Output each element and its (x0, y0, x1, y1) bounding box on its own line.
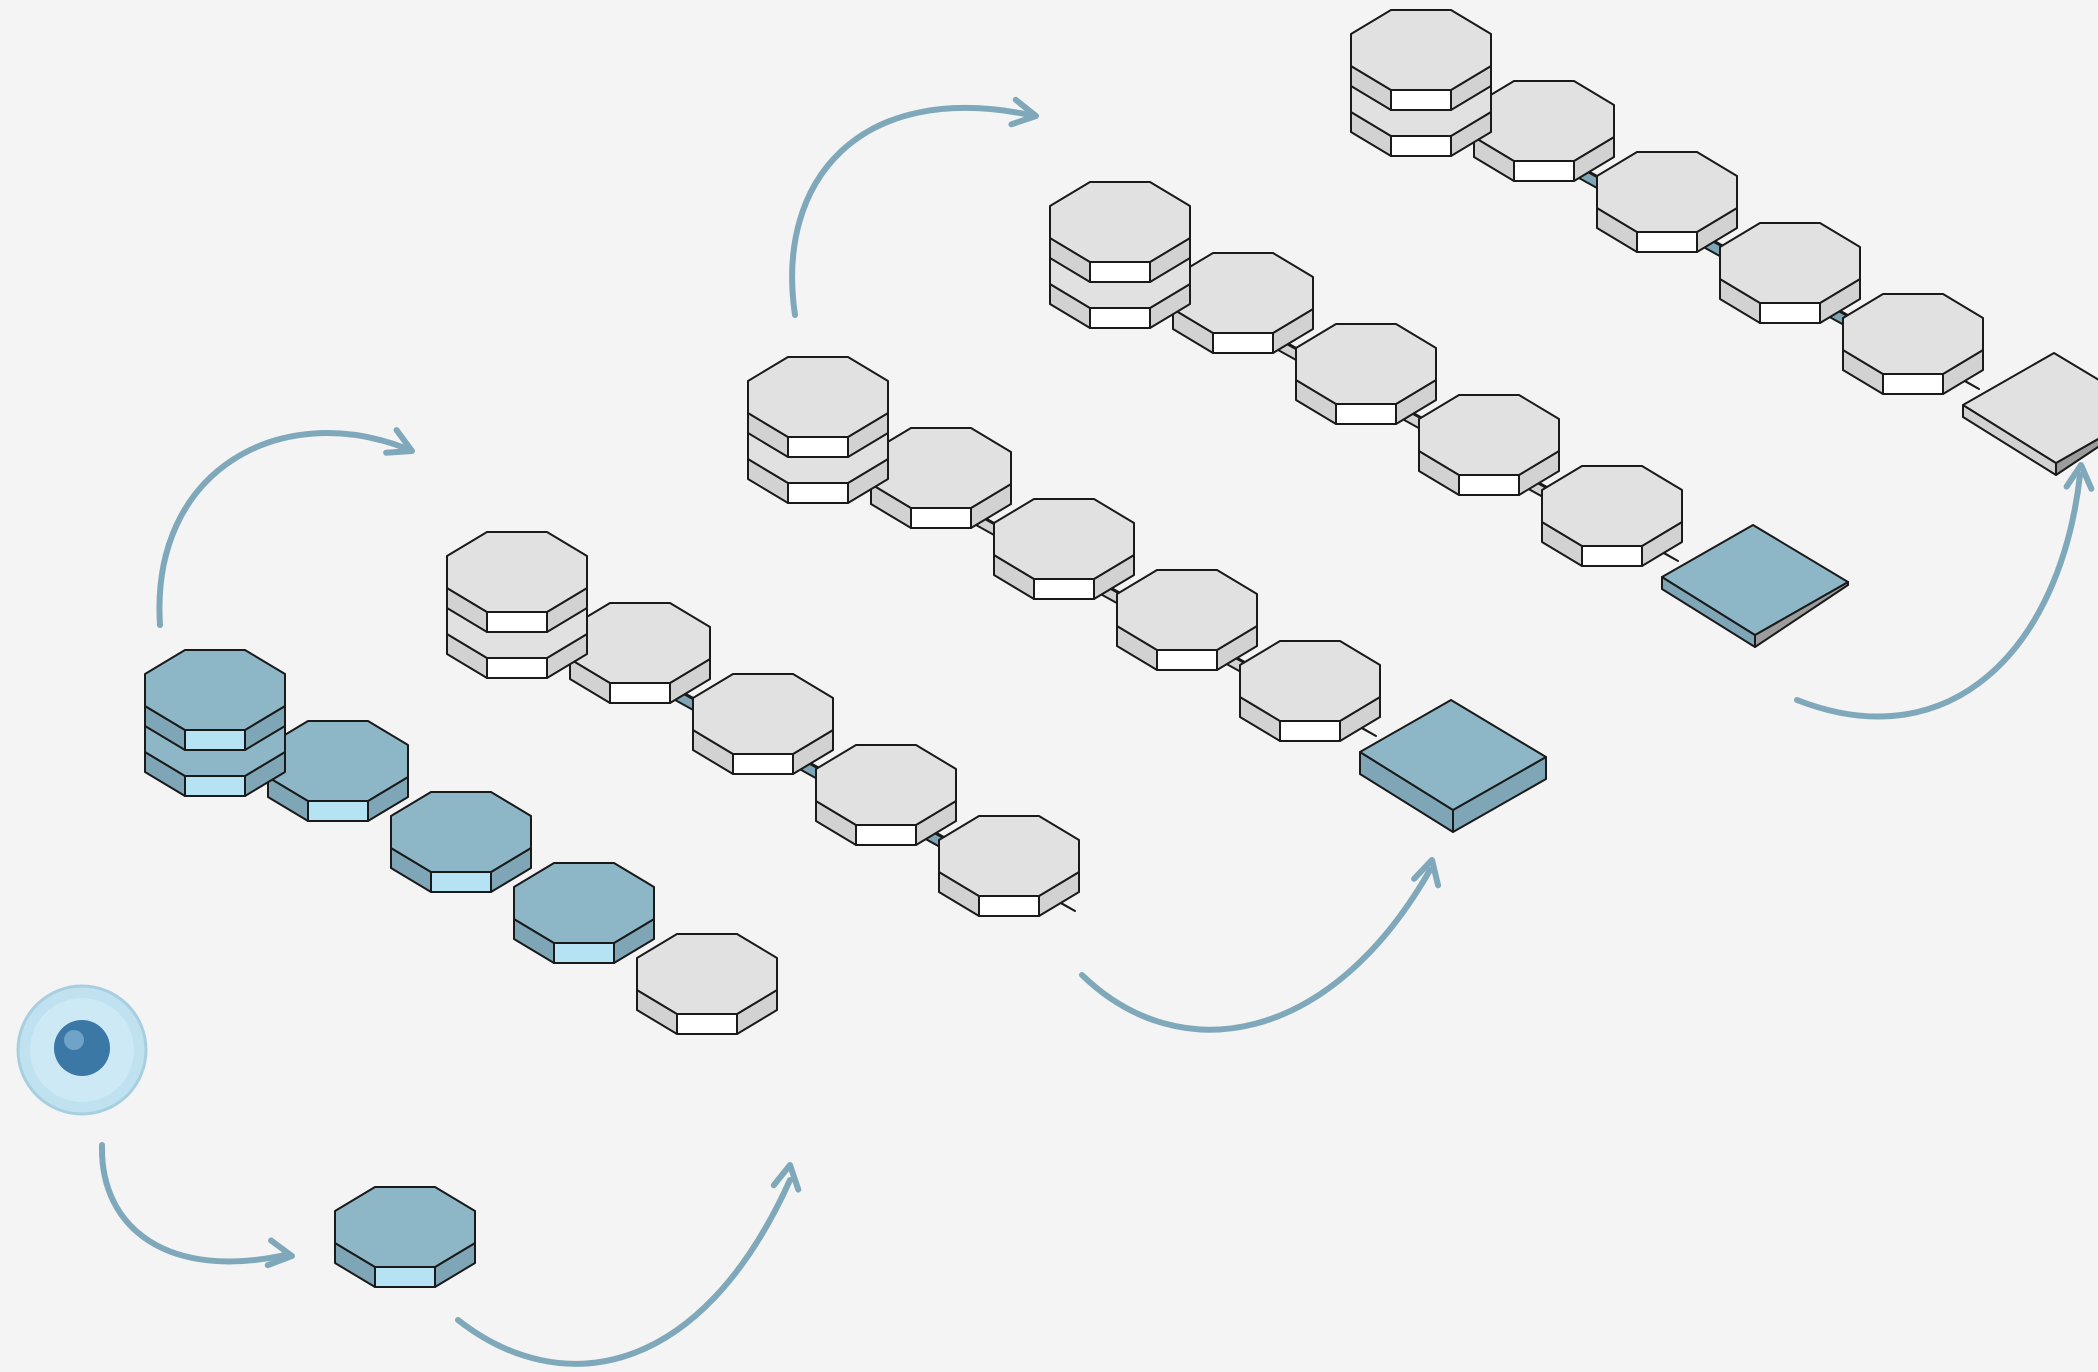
octagon-block-icon (1295, 323, 1437, 425)
octagon-block-icon (815, 744, 957, 846)
stage-row (144, 649, 778, 1035)
octagon-block-icon (747, 356, 889, 458)
octagon-block-icon (144, 649, 286, 751)
octagon-block-icon (993, 498, 1135, 600)
octagon-block-icon (569, 602, 711, 704)
square-slab-icon (1661, 524, 1849, 648)
curved-arrow-icon (455, 1162, 802, 1367)
octagon-block-icon (1541, 465, 1683, 567)
octagon-block-icon (1842, 293, 1984, 395)
octagon-block-icon (1719, 222, 1861, 324)
stage-row (747, 356, 1547, 833)
octagon-block-icon (1049, 181, 1191, 283)
stage-row (1350, 9, 2098, 476)
stage-row (1049, 181, 1849, 648)
cell-icon (16, 984, 148, 1116)
curved-arrow-icon (1079, 857, 1442, 1033)
octagon-block-icon (636, 933, 778, 1035)
octagon-block-icon (938, 815, 1080, 917)
octagon-block-icon (1116, 569, 1258, 671)
curved-arrow-icon (98, 1142, 295, 1269)
octagon-block-icon (446, 531, 588, 633)
stage-0 (334, 1186, 476, 1288)
octagon-block-icon (1350, 9, 1492, 111)
curved-arrow-icon (789, 96, 1039, 318)
stage-row (446, 531, 1080, 917)
square-slab-icon (1962, 352, 2098, 476)
curved-arrow-icon (1794, 462, 2095, 720)
octagon-block-icon (334, 1186, 476, 1288)
octagon-block-icon (1596, 151, 1738, 253)
octagon-block-icon (390, 791, 532, 893)
octagon-block-icon (513, 862, 655, 964)
octagon-block-icon (1172, 252, 1314, 354)
octagon-block-icon (870, 427, 1012, 529)
square-slab-icon (1359, 699, 1547, 833)
curved-arrow-icon (156, 427, 415, 628)
octagon-block-icon (692, 673, 834, 775)
octagon-block-icon (1473, 80, 1615, 182)
octagon-block-icon (1418, 394, 1560, 496)
octagon-block-icon (1239, 640, 1381, 742)
octagon-block-icon (267, 720, 409, 822)
